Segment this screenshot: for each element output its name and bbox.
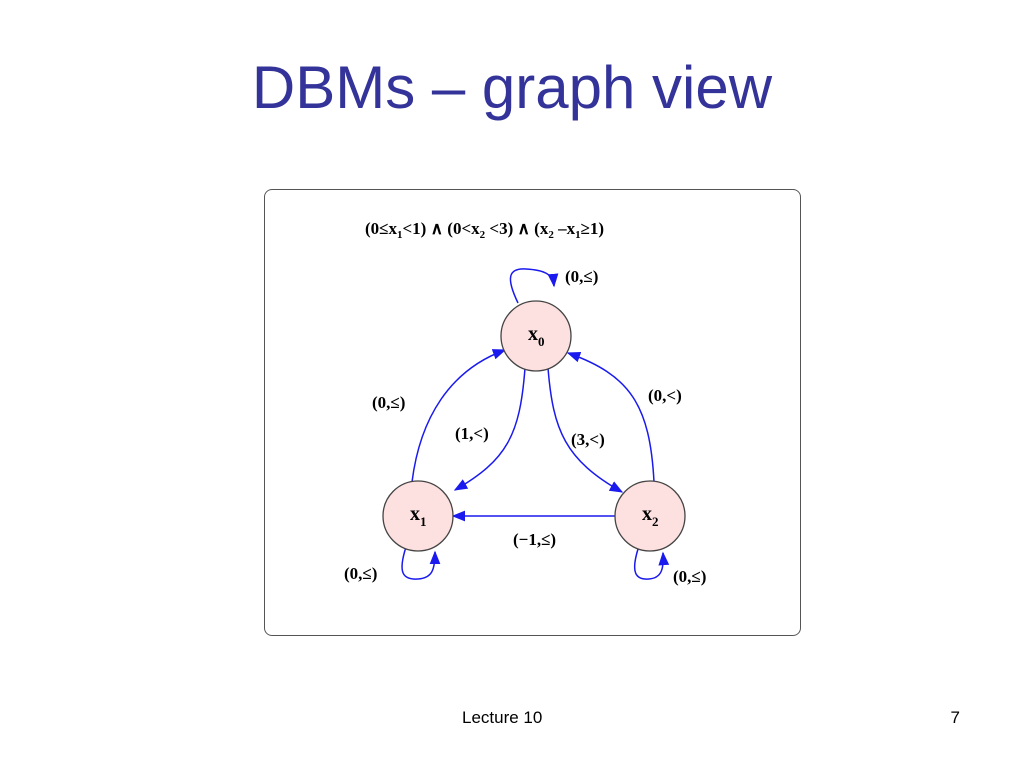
label-x0-to-x1: (1,<) [455,424,489,443]
svg-text:x1: x1 [410,503,427,529]
label-x2-to-x0: (0,<) [648,386,682,405]
label-loop-x0: (0,≤) [565,267,598,286]
dbm-graph: (0≤x1<1) ∧ (0<x2 <3) ∧ (x2 –x1≥1) x0 [344,219,706,586]
edge-x1-to-x0 [411,349,507,483]
footer-lecture-label: Lecture 10 [462,708,543,727]
label-x2-to-x1: (−1,≤) [513,530,556,549]
edge-x2-to-x0 [566,351,655,483]
label-loop-x1: (0,≤) [344,564,377,583]
page-number: 7 [950,708,960,727]
edge-loop-x1 [401,546,441,580]
label-x1-to-x0: (0,≤) [372,393,405,412]
constraint-formula: (0≤x1<1) ∧ (0<x2 <3) ∧ (x2 –x1≥1) [365,219,604,241]
edge-loop-x2 [633,548,670,580]
label-loop-x2: (0,≤) [673,567,706,586]
slide-title: DBMs – graph view [251,54,773,121]
graph-figure: (0≤x1<1) ∧ (0<x2 <3) ∧ (x2 –x1≥1) x0 [264,189,801,636]
edge-loop-x0 [509,268,559,304]
edge-x0-to-x1 [453,367,526,491]
svg-text:x0: x0 [528,323,545,349]
edge-x0-to-x2 [547,367,624,493]
label-x0-to-x2: (3,<) [571,430,605,449]
svg-text:x2: x2 [642,503,659,529]
node-x2: x2 [614,480,686,552]
node-x1: x1 [382,480,454,552]
node-x0: x0 [500,300,572,372]
